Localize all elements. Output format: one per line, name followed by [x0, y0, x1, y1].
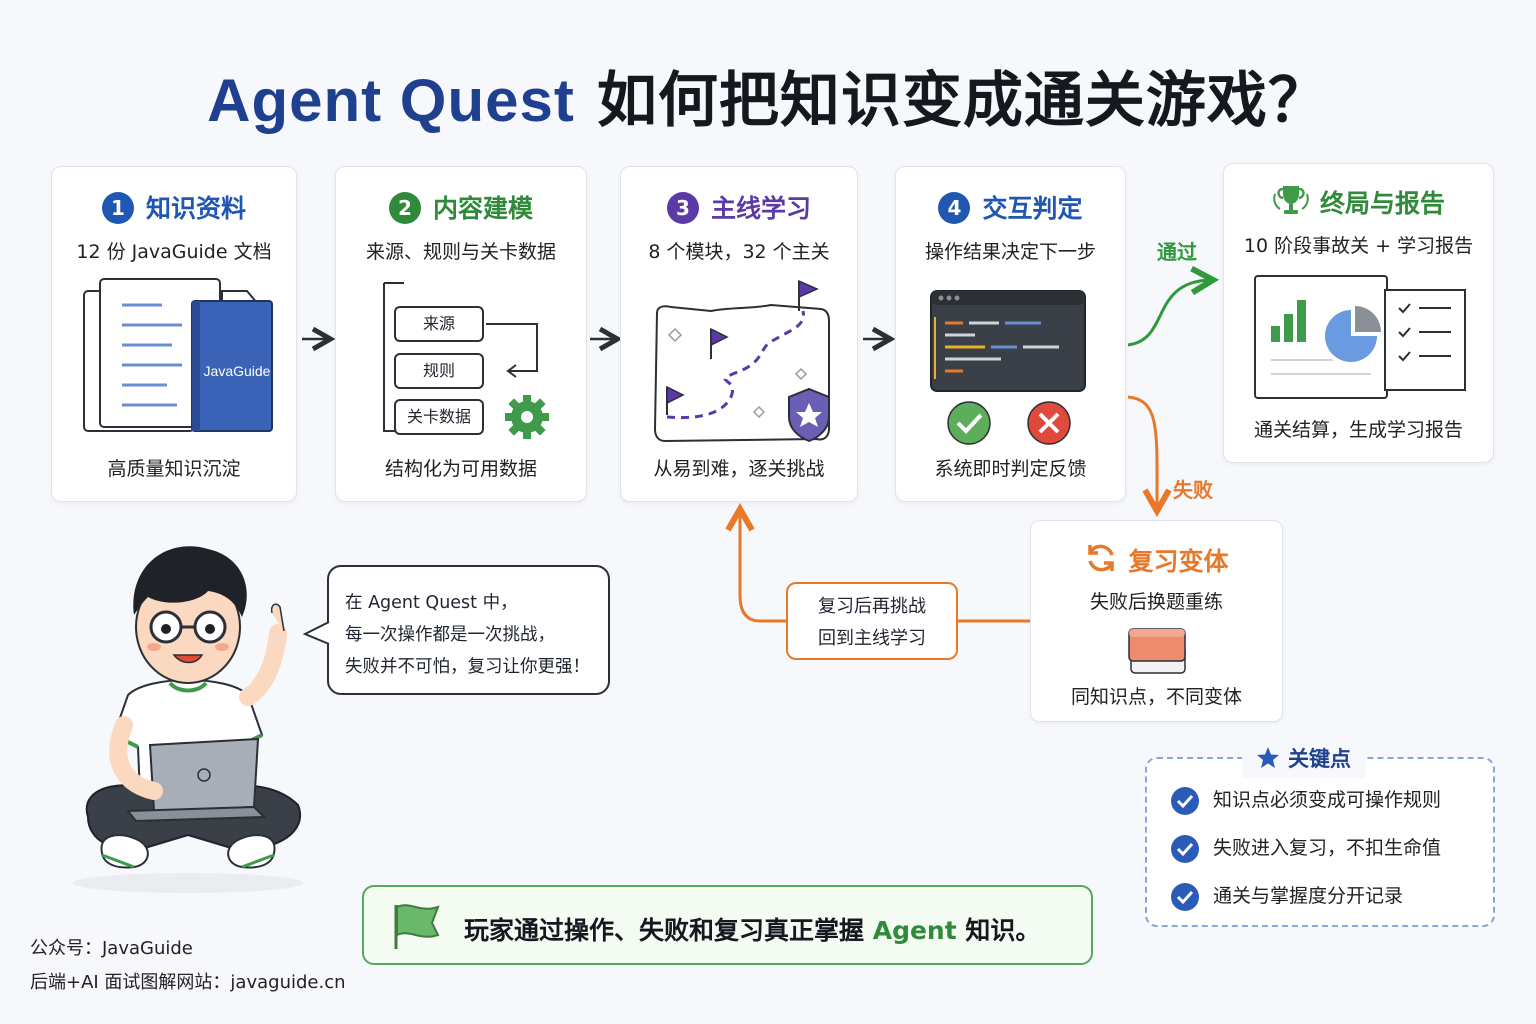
key-point-3: 通关与掌握度分开记录: [1171, 881, 1403, 911]
step-2-footer: 结构化为可用数据: [384, 458, 537, 480]
step-4-subtitle: 操作结果决定下一步: [924, 241, 1096, 263]
review-loop-box: 复习后再挑战 回到主线学习: [786, 582, 958, 660]
variant-label: 复习变体: [1128, 547, 1229, 576]
summary-text: 玩家通过操作、失败和复习真正掌握 Agent 知识。: [464, 911, 1040, 947]
step-1-label: 知识资料: [145, 194, 246, 223]
speech-bubble: 在 Agent Quest 中， 每一次操作都是一次挑战， 失败并不可怕，复习让…: [327, 565, 610, 695]
step-4-title: 4 交互判定: [896, 189, 1125, 225]
key-point-2-text: 失败进入复习，不扣生命值: [1213, 837, 1442, 859]
step-3-subtitle: 8 个模块，32 个主关: [648, 241, 830, 263]
star-icon: [1256, 746, 1280, 774]
final-label: 终局与报告: [1319, 189, 1445, 218]
fail-arrow: [1127, 395, 1157, 508]
step-3-title: 3 主线学习: [621, 189, 857, 225]
summary-banner: 玩家通过操作、失败和复习真正掌握 Agent 知识。: [362, 885, 1093, 965]
check-icon: [1171, 786, 1199, 815]
key-point-2: 失败进入复习，不扣生命值: [1171, 833, 1441, 863]
fail-label: 失败: [1173, 478, 1213, 502]
key-point-1-text: 知识点必须变成可操作规则: [1213, 789, 1442, 811]
data-model-illustration: 来源 规则 关卡数据: [374, 281, 564, 441]
review-loop-line-1: 复习后再挑战: [818, 596, 926, 617]
pass-label: 通过: [1157, 240, 1197, 264]
step-2-number: 2: [388, 192, 421, 224]
documents-illustration: JavaGuide: [82, 277, 277, 441]
bubble-line-1: 在 Agent Quest 中，: [345, 593, 518, 613]
step-3-number: 3: [666, 192, 699, 224]
summary-text-agent: Agent: [872, 916, 957, 945]
step-2-subtitle: 来源、规则与关卡数据: [365, 241, 556, 263]
key-points-box: 关键点 知识点必须变成可操作规则 失败进入复习，不扣生命值 通关与掌握度分开记录: [1145, 739, 1495, 927]
final-title: 终局与报告: [1224, 184, 1493, 222]
step-1-title: 1 知识资料: [52, 189, 296, 225]
step-4-number: 4: [938, 192, 971, 224]
check-icon: [1171, 882, 1199, 911]
key-point-3-text: 通关与掌握度分开记录: [1213, 885, 1404, 907]
book-label: JavaGuide: [203, 363, 271, 379]
step-4-footer: 系统即时判定反馈: [934, 458, 1087, 480]
quest-map-illustration: [651, 279, 836, 453]
footer-wechat: 公众号：JavaGuide: [30, 938, 193, 959]
flag-icon: [390, 901, 442, 955]
title-chinese: 如何把知识变成通关游戏？: [596, 66, 1329, 136]
final-footer: 通关结算，生成学习报告: [1253, 419, 1463, 441]
key-points-title: 关键点: [1242, 739, 1365, 778]
check-icon: [1171, 834, 1199, 863]
model-box-rules: 规则: [394, 353, 484, 389]
terminal-illustration: [929, 289, 1089, 453]
step-1-footer: 高质量知识沉淀: [107, 458, 241, 480]
step-card-mainline: 3 主线学习 8 个模块，32 个主关 从易到难，逐关挑战: [620, 166, 858, 502]
pass-arrow: [1127, 280, 1210, 347]
key-point-1: 知识点必须变成可操作规则: [1171, 785, 1441, 815]
step-1-subtitle: 12 份 JavaGuide 文档: [76, 241, 272, 263]
step-1-number: 1: [101, 192, 134, 224]
key-points-label: 关键点: [1288, 747, 1351, 771]
step-card-judgement: 4 交互判定 操作结果决定下一步 系统即时判定反馈: [895, 166, 1126, 502]
refresh-icon: [1084, 541, 1118, 581]
final-subtitle: 10 阶段事故关 + 学习报告: [1243, 235, 1474, 257]
summary-text-pre: 玩家通过操作、失败和复习真正掌握: [464, 916, 873, 945]
variant-title: 复习变体: [1031, 541, 1282, 581]
step-3-footer: 从易到难，逐关挑战: [653, 458, 825, 480]
review-loop-arrow: [740, 512, 786, 623]
step-2-label: 内容建模: [432, 194, 533, 223]
trophy-icon: [1272, 184, 1310, 222]
bubble-line-2: 每一次操作都是一次挑战，: [345, 625, 555, 645]
step-card-modeling: 2 内容建模 来源、规则与关卡数据 来源 规则 关卡数据 结构化为可用数据: [335, 166, 587, 502]
title-english: Agent Quest: [207, 67, 575, 134]
step-4-label: 交互判定: [982, 194, 1083, 223]
variant-footer: 同知识点，不同变体: [1070, 686, 1242, 708]
step-2-title: 2 内容建模: [336, 189, 586, 225]
bubble-tail: [303, 621, 331, 645]
model-box-source: 来源: [394, 306, 484, 342]
bubble-line-3: 失败并不可怕，复习让你更强！: [345, 657, 590, 677]
page-title: Agent Quest 如何把知识变成通关游戏？: [0, 52, 1536, 139]
character-illustration: [58, 535, 318, 899]
step-card-knowledge: 1 知识资料 12 份 JavaGuide 文档 JavaGuide 高质量知识沉…: [51, 166, 297, 502]
footer-website: 后端+AI 面试图解网站：javaguide.cn: [30, 972, 346, 993]
review-loop-line-2: 回到主线学习: [818, 628, 926, 649]
final-report-card: 终局与报告 10 阶段事故关 + 学习报告 通关结算，生成学习报告: [1223, 163, 1494, 463]
variant-subtitle: 失败后换题重练: [1089, 591, 1223, 613]
summary-text-post: 知识。: [956, 916, 1041, 945]
step-3-label: 主线学习: [710, 194, 811, 223]
review-variant-card: 复习变体 失败后换题重练 同知识点，不同变体: [1030, 520, 1283, 722]
report-illustration: [1253, 274, 1468, 406]
cards-stack-illustration: [1127, 625, 1189, 681]
model-box-levels: 关卡数据: [394, 399, 484, 435]
